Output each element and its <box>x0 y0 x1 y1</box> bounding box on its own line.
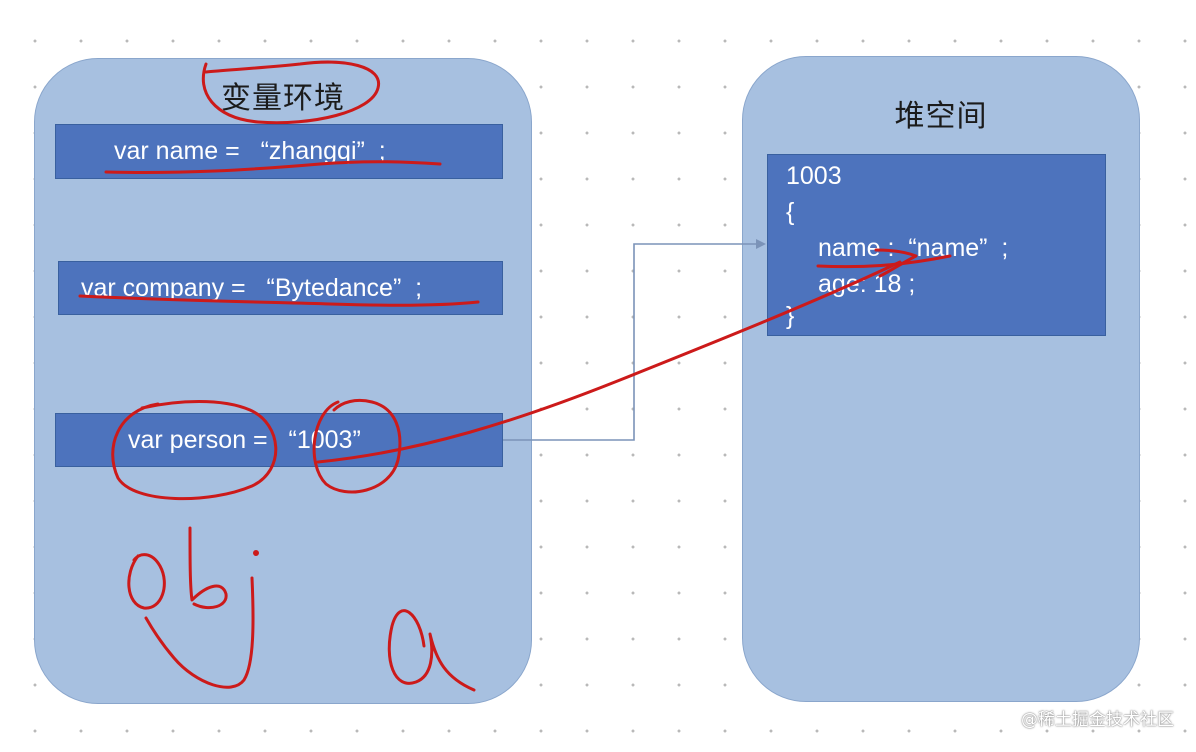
heap-object-address: 1003 <box>786 162 842 190</box>
var-company-declaration: var company = “Bytedance” ; <box>58 261 503 315</box>
reference-connector-arrow <box>503 239 766 441</box>
var-person-declaration: var person = “1003” <box>55 413 503 467</box>
heap-object-open-brace: { <box>786 198 795 226</box>
heap-object-1003: 1003 { name : “name” ; age: 18 ; } <box>767 154 1106 336</box>
variable-environment-title: 变量环境 <box>221 81 345 116</box>
heap-object-age-property: age: 18 ; <box>818 270 916 298</box>
heap-space-title: 堆空间 <box>894 99 988 134</box>
heap-space-panel: 堆空间 <box>742 56 1140 702</box>
heap-object-name-property: name : “name” ; <box>818 234 1009 262</box>
juejin-watermark: @稀土掘金技术社区 <box>1021 710 1174 730</box>
heap-object-close-brace: } <box>786 302 795 330</box>
var-name-declaration: var name = “zhangqi” ; <box>55 124 503 179</box>
